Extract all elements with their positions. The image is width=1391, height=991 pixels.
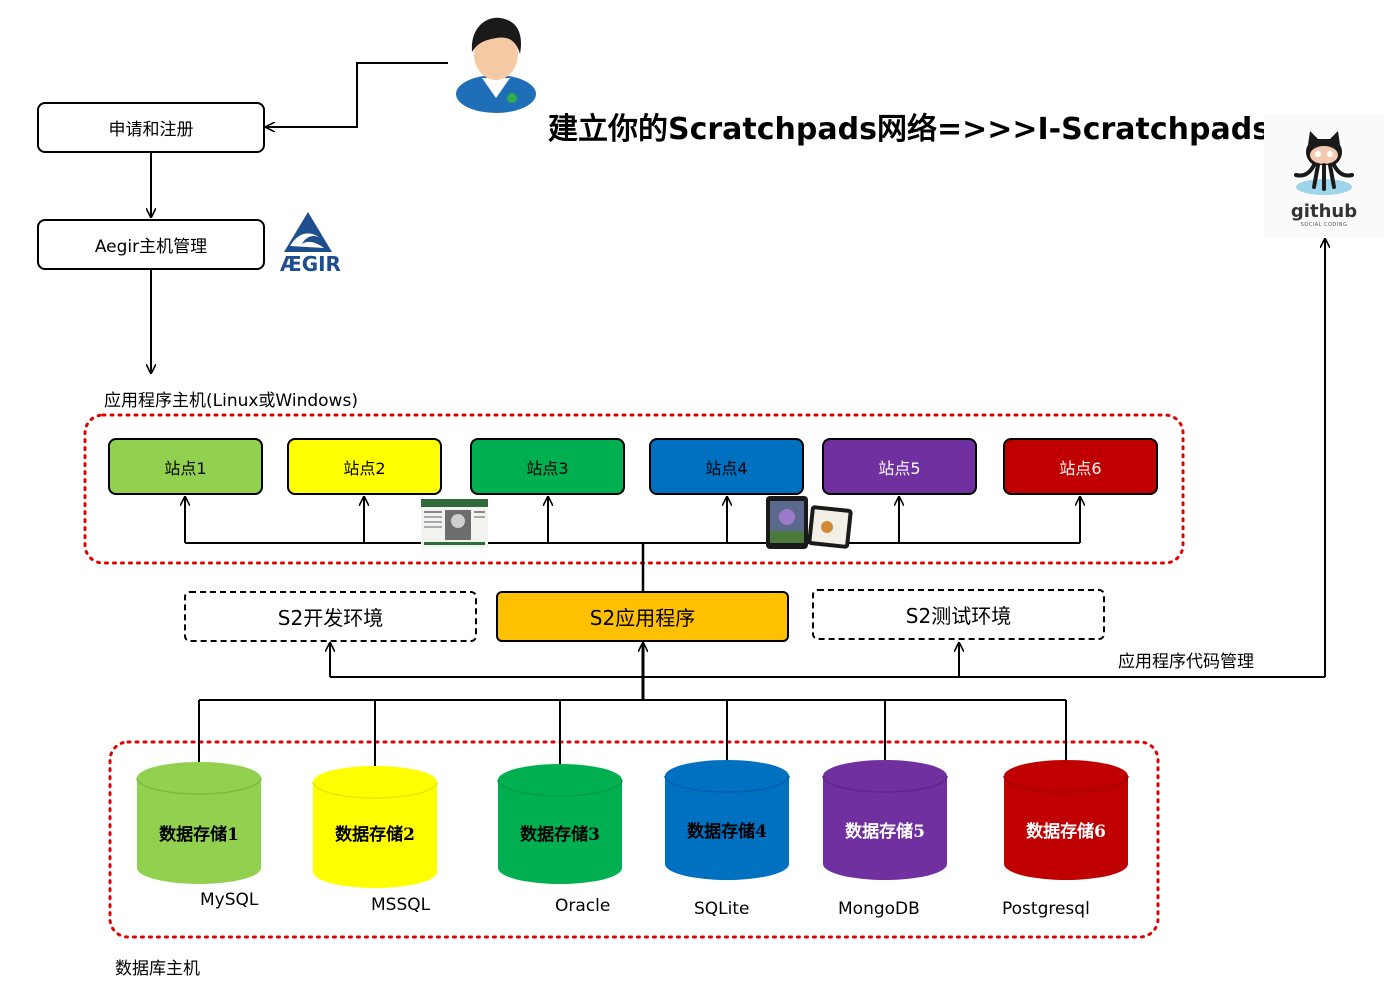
register-box: 申请和注册: [37, 102, 265, 153]
tablets-image: [766, 496, 853, 549]
site-2: 站点2: [287, 438, 442, 495]
aegir-manage-label: Aegir主机管理: [94, 237, 208, 257]
db-cylinder-6: [1003, 760, 1129, 880]
site-5-label: 站点5: [878, 458, 921, 478]
db-2-engine: MSSQL: [371, 895, 431, 915]
aegir-manage-box: Aegir主机管理: [37, 219, 265, 270]
db-cylinder-3: [497, 764, 623, 884]
aegir-wave-icon: [284, 212, 332, 252]
db-cylinder-2: [312, 766, 438, 888]
aegir-logo: ÆGIR: [280, 210, 341, 280]
site-1: 站点1: [108, 438, 263, 495]
github-logo-text: github: [1290, 201, 1358, 222]
github-sub-text: SOCIAL CODING: [1300, 222, 1348, 228]
db-5-label: 数据存储5: [845, 822, 925, 842]
site-6-label: 站点6: [1059, 458, 1102, 478]
db-host-label: 数据库主机: [115, 959, 200, 979]
site-6: 站点6: [1003, 438, 1158, 495]
code-mgmt-label: 应用程序代码管理: [1118, 652, 1254, 672]
env-test-label: S2测试环境: [905, 604, 1012, 628]
site-4-label: 站点4: [705, 458, 748, 478]
aegir-logo-text: ÆGIR: [280, 252, 341, 276]
env-app-label: S2应用程序: [589, 606, 696, 630]
db-6-label: 数据存储6: [1026, 822, 1106, 842]
site-4: 站点4: [649, 438, 804, 495]
db-1-engine: MySQL: [200, 890, 259, 910]
register-label: 申请和注册: [108, 120, 194, 140]
app-host-group: [83, 413, 1185, 565]
env-dev-label: S2开发环境: [277, 606, 384, 630]
db-4-label: 数据存储4: [687, 822, 767, 842]
site-1-label: 站点1: [164, 458, 207, 478]
site-3-label: 站点3: [526, 458, 569, 478]
env-app-box: S2应用程序: [496, 591, 789, 642]
user-avatar-icon: [456, 17, 536, 113]
user-to-register-arrow: [266, 62, 448, 127]
db-3-label: 数据存储3: [520, 825, 600, 845]
octocat-icon: [1294, 131, 1354, 195]
db-cylinder-4: [664, 760, 790, 880]
site-3: 站点3: [470, 438, 625, 495]
db-5-engine: MongoDB: [838, 899, 920, 919]
env-dev-box: S2开发环境: [184, 591, 477, 642]
db-cylinder-1: [136, 762, 262, 884]
db-1-label: 数据存储1: [159, 825, 239, 845]
page-title: 建立你的Scratchpads网络=>>>I-Scratchpads: [548, 112, 1271, 147]
site-2-label: 站点2: [343, 458, 386, 478]
db-cylinder-5: [822, 760, 948, 880]
db-host-group: [108, 740, 1160, 939]
env-test-box: S2测试环境: [812, 589, 1105, 640]
app-host-label: 应用程序主机(Linux或Windows): [104, 391, 358, 411]
github-logo: github SOCIAL CODING: [1264, 115, 1384, 237]
website-thumbnail-image: [421, 499, 488, 548]
db-6-engine: Postgresql: [1002, 899, 1090, 919]
db-3-engine: Oracle: [555, 896, 611, 916]
db-2-label: 数据存储2: [335, 825, 415, 845]
db-4-engine: SQLite: [694, 899, 750, 919]
site-5: 站点5: [822, 438, 977, 495]
